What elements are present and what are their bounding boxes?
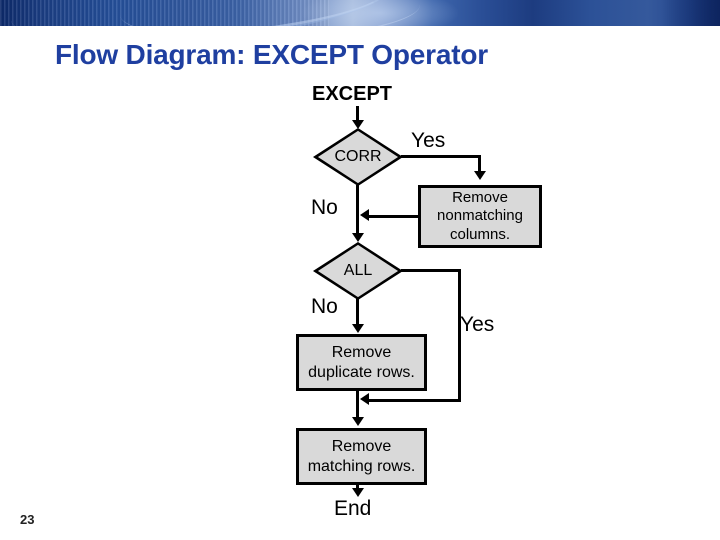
process-line-2: nonmatching — [437, 207, 523, 225]
process-line-2: matching rows. — [307, 457, 416, 475]
edge-nonmatching-to-all-arrow — [360, 209, 369, 221]
edge-label-corr-yes: Yes — [411, 129, 446, 152]
edge-corr-yes-horizontal — [401, 155, 481, 158]
process-remove-nonmatching-columns[interactable]: Remove nonmatching columns. — [418, 185, 542, 248]
edge-nonmatching-to-all-horizontal — [368, 215, 420, 218]
edge-all-yes-horizontal-top — [401, 269, 461, 272]
edge-except-to-corr-line — [356, 106, 359, 122]
process-line-3: columns. — [449, 225, 511, 243]
edge-all-yes-horizontal-bottom — [368, 399, 461, 402]
process-remove-matching-rows[interactable]: Remove matching rows. — [296, 428, 427, 485]
edge-except-to-corr-arrow — [352, 120, 364, 129]
process-remove-nonmatching-columns-text: Remove nonmatching columns. — [437, 189, 523, 244]
top-banner — [0, 0, 720, 26]
slide-page-number: 23 — [20, 512, 35, 527]
decision-corr-label: CORR — [334, 148, 382, 165]
process-line-2: duplicate rows. — [308, 363, 415, 381]
process-line-1: Remove — [331, 437, 392, 455]
edge-duplicate-to-matching-line — [356, 390, 359, 420]
edge-corr-yes-vertical — [478, 155, 481, 173]
edge-label-all-yes: Yes — [460, 313, 495, 336]
edge-corr-no-arrow — [352, 233, 364, 242]
banner-stripes-texture — [0, 0, 330, 26]
process-line-1: Remove — [331, 343, 392, 361]
process-remove-duplicate-rows[interactable]: Remove duplicate rows. — [296, 334, 427, 391]
edge-label-all-no: No — [311, 295, 338, 318]
edge-all-no-line — [356, 298, 359, 326]
flow-start-label: EXCEPT — [312, 83, 393, 105]
flow-end-label: End — [334, 497, 372, 520]
banner-right-shadow — [662, 0, 720, 26]
decision-all-label: ALL — [343, 262, 373, 279]
edge-all-yes-vertical — [458, 269, 461, 402]
edge-duplicate-to-matching-arrow — [352, 417, 364, 426]
decision-corr[interactable]: CORR — [313, 128, 403, 186]
banner-highlight-glow — [300, 0, 460, 26]
edge-corr-yes-arrow — [474, 171, 486, 180]
edge-corr-no-line — [356, 185, 359, 235]
edge-all-no-arrow — [352, 324, 364, 333]
edge-label-corr-no: No — [311, 196, 338, 219]
process-remove-matching-rows-text: Remove matching rows. — [308, 437, 416, 476]
process-line-1: Remove — [452, 189, 508, 207]
process-remove-duplicate-rows-text: Remove duplicate rows. — [308, 343, 415, 382]
edge-matching-to-end-arrow — [352, 488, 364, 497]
decision-all[interactable]: ALL — [313, 242, 403, 300]
page-title: Flow Diagram: EXCEPT Operator — [55, 39, 488, 70]
edge-all-yes-arrow — [360, 393, 369, 405]
